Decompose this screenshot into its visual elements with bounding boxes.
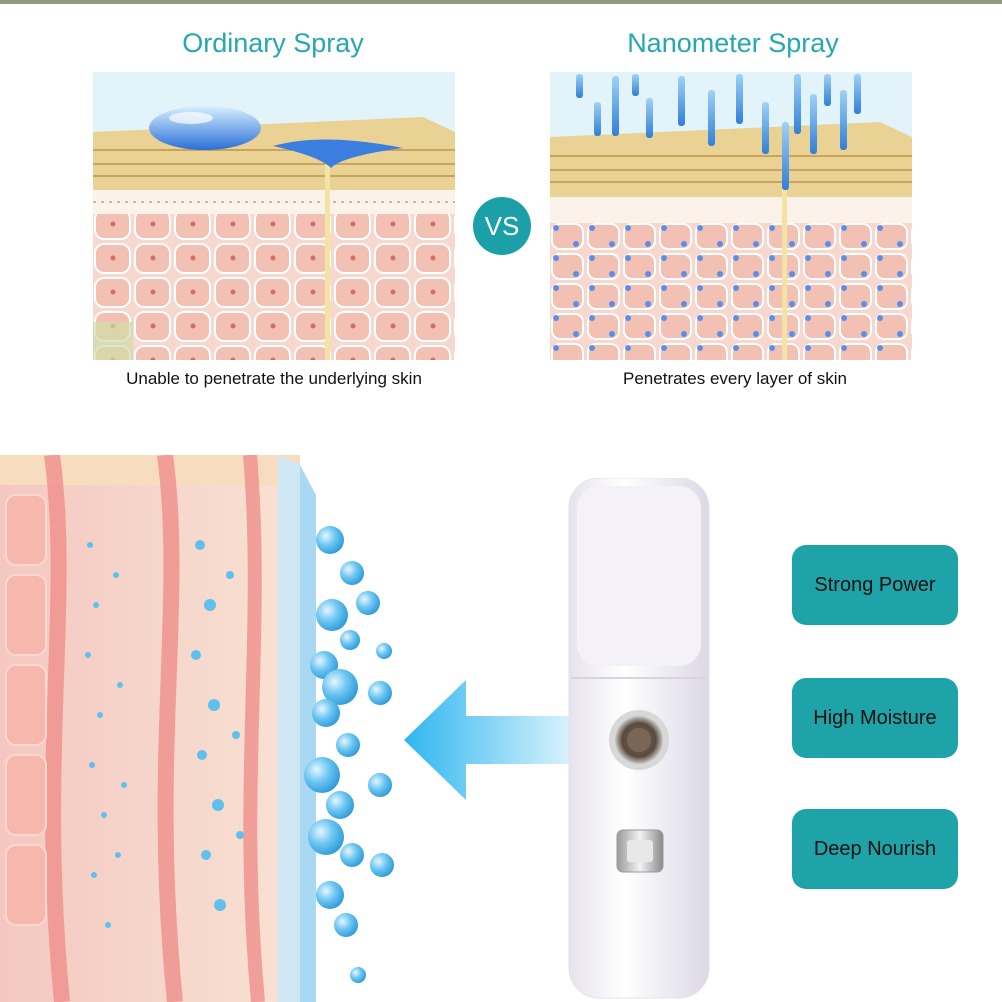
- spray-direction-arrow-icon: [404, 680, 570, 800]
- ordinary-spray-caption: Unable to penetrate the underlying skin: [126, 369, 422, 388]
- ordinary-spray-skin-illustration: [93, 72, 455, 360]
- nanometer-spray-caption: Penetrates every layer of skin: [623, 369, 847, 388]
- ordinary-spray-title: Ordinary Spray: [182, 28, 364, 58]
- vs-badge: VS: [473, 197, 531, 255]
- top-photo-strip: [0, 0, 1002, 4]
- nanometer-spray-title: Nanometer Spray: [627, 28, 839, 58]
- feature-badge-deep-nourish: Deep Nourish: [792, 809, 958, 889]
- feature-badge-high-moisture: High Moisture: [792, 678, 958, 758]
- skin-layers-mist-illustration: [0, 455, 402, 1002]
- nanometer-spray-skin-illustration: [550, 72, 912, 360]
- feature-badge-strong-power: Strong Power: [792, 545, 958, 625]
- nano-mist-sprayer-device: [567, 478, 713, 1000]
